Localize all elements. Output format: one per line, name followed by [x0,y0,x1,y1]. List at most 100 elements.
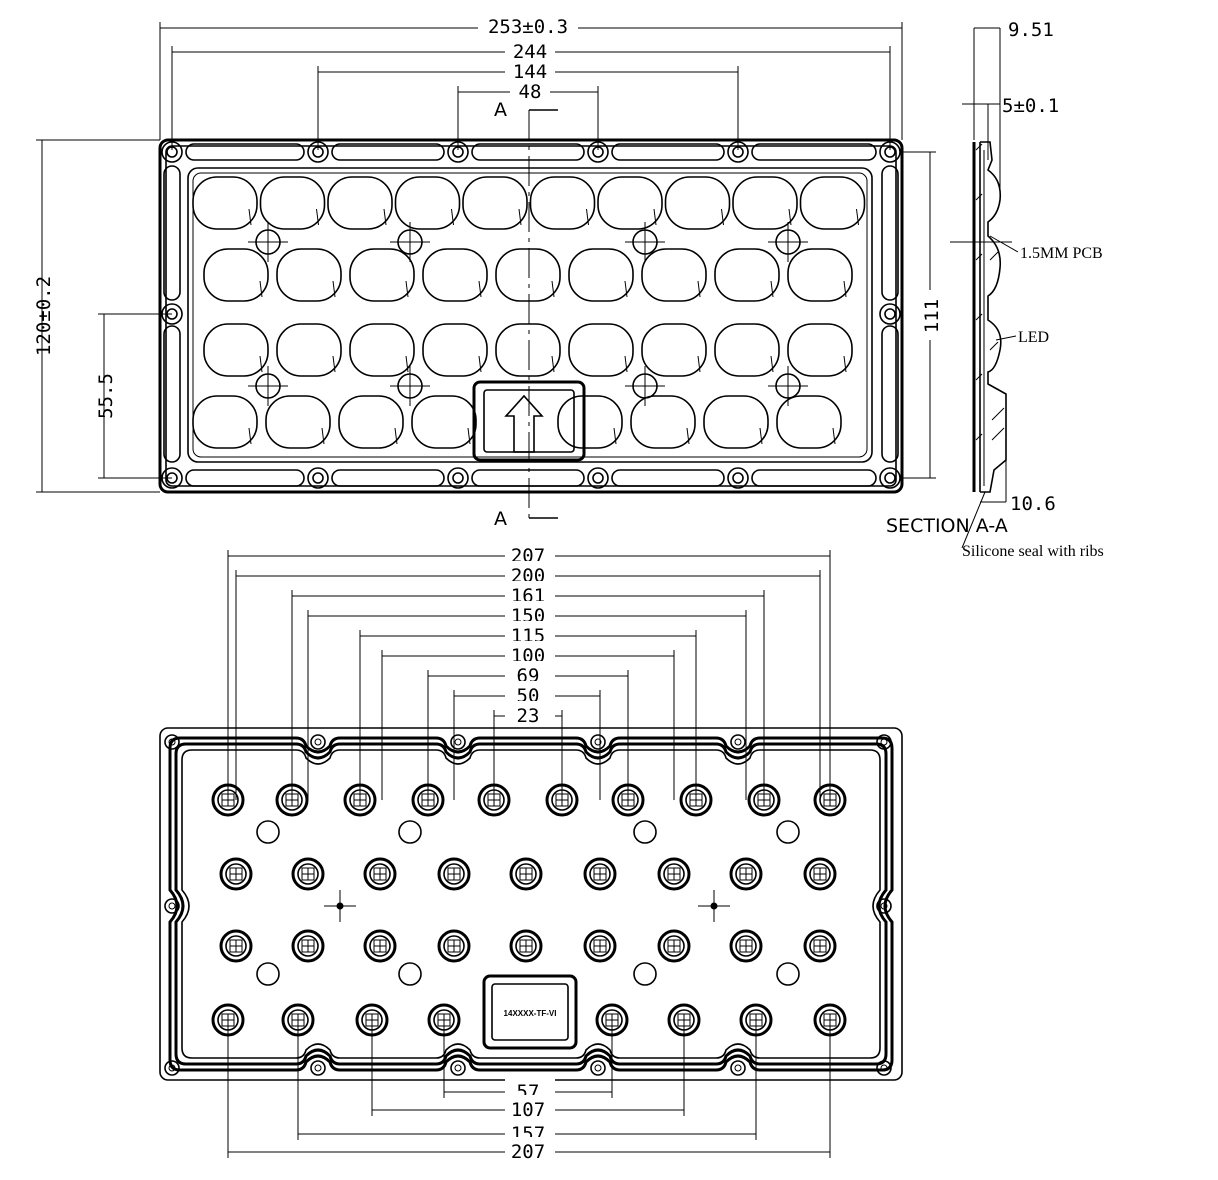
dim-mask [505,621,555,641]
slot [881,165,899,301]
lens-tick [248,427,252,445]
bottom-hole-inner [168,902,176,910]
bottom-hole-inner [314,1064,322,1072]
lens [259,176,326,230]
led [291,929,325,963]
led-inner [735,863,757,885]
lens-tick [843,280,847,298]
bottom-hole-inner [168,738,176,746]
dim-mask [505,701,555,721]
lens [703,395,769,449]
dim-55-5: 55.5 [95,373,117,419]
dim-mask [505,581,555,601]
bottom-pin-holes [256,820,800,986]
bottom-hole-inner [734,738,742,746]
dim-hole-span: 244 [513,41,547,63]
lens [557,395,623,449]
led [657,857,691,891]
lens-tick [259,280,263,298]
lens [192,176,258,230]
lens-tick [586,208,589,226]
lens-tick [770,355,774,373]
lens-tick [613,427,617,445]
bottom-hole-inner [880,1064,888,1072]
bottom-hole-inner [594,738,602,746]
bottom-hole-inner [454,1064,462,1072]
led [363,857,397,891]
lens-tick [332,355,336,373]
bottom-view-outline [159,727,903,1081]
pin-hole [776,962,800,986]
lens-tick [394,427,398,445]
dim-10-6: 10.6 [1010,493,1056,515]
lens [641,323,707,377]
led-inner [369,863,391,885]
lens [495,248,561,302]
lens-tick [624,280,628,298]
top-view-outline [158,138,904,494]
mounting-hole-inner [884,308,896,320]
lens-tick [686,427,690,445]
led-inner [443,863,465,885]
lens-tick [321,427,325,445]
lens [714,248,780,302]
lens [787,248,853,302]
lens [203,248,269,302]
pin-hole [633,820,657,844]
center-marks [324,890,730,922]
led-inner [663,863,685,885]
dim-text: 107 [511,1099,545,1121]
lens [664,176,731,230]
bottom-hole [164,1060,180,1076]
lens [462,176,528,230]
lens-tick [478,355,482,373]
dim-9-51: 9.51 [1008,19,1054,41]
lens-tick [856,208,859,226]
pin-hole [256,962,280,986]
lens-tick [518,208,522,226]
label-pcb: 1.5MM PCB [1020,245,1103,262]
bottom-hole-inner [168,1064,176,1072]
dim-overall-height: 120±0.2 [33,276,55,356]
lens [529,176,596,230]
lens-area [187,167,873,463]
lens-tick [316,208,319,226]
lens [799,176,866,230]
dim-mask [505,661,555,681]
lens [394,176,461,230]
slot [163,165,181,301]
lens-tick [697,280,701,298]
led [509,929,543,963]
mounting-hole [447,467,469,489]
lens [276,323,342,377]
lens-tick [467,427,471,445]
bottom-hole [730,1060,746,1076]
lens-tick [332,280,336,298]
lens [338,395,404,449]
led-inner [225,935,247,957]
dim-mask [505,681,555,701]
lens-tick [770,280,774,298]
lens [630,395,696,449]
led [583,929,617,963]
dim-144: 144 [513,61,547,83]
bottom-hole [876,734,892,750]
bottom-hole-inner [454,738,462,746]
dim-48: 48 [519,81,542,103]
lens-array [192,176,866,449]
slot [185,143,305,161]
mounting-hole-inner [452,472,464,484]
mounting-hole [727,467,749,489]
led [219,857,253,891]
slot [881,325,899,463]
dim-mask [505,1095,555,1115]
led-inner [589,863,611,885]
section-mark-top: A [494,99,507,121]
mounting-slots [163,143,899,487]
slot [163,325,181,463]
led [729,929,763,963]
dim-mask [505,641,555,661]
bottom-hole-inner [594,1064,602,1072]
lens-tick [383,208,387,226]
pin-hole [256,820,280,844]
